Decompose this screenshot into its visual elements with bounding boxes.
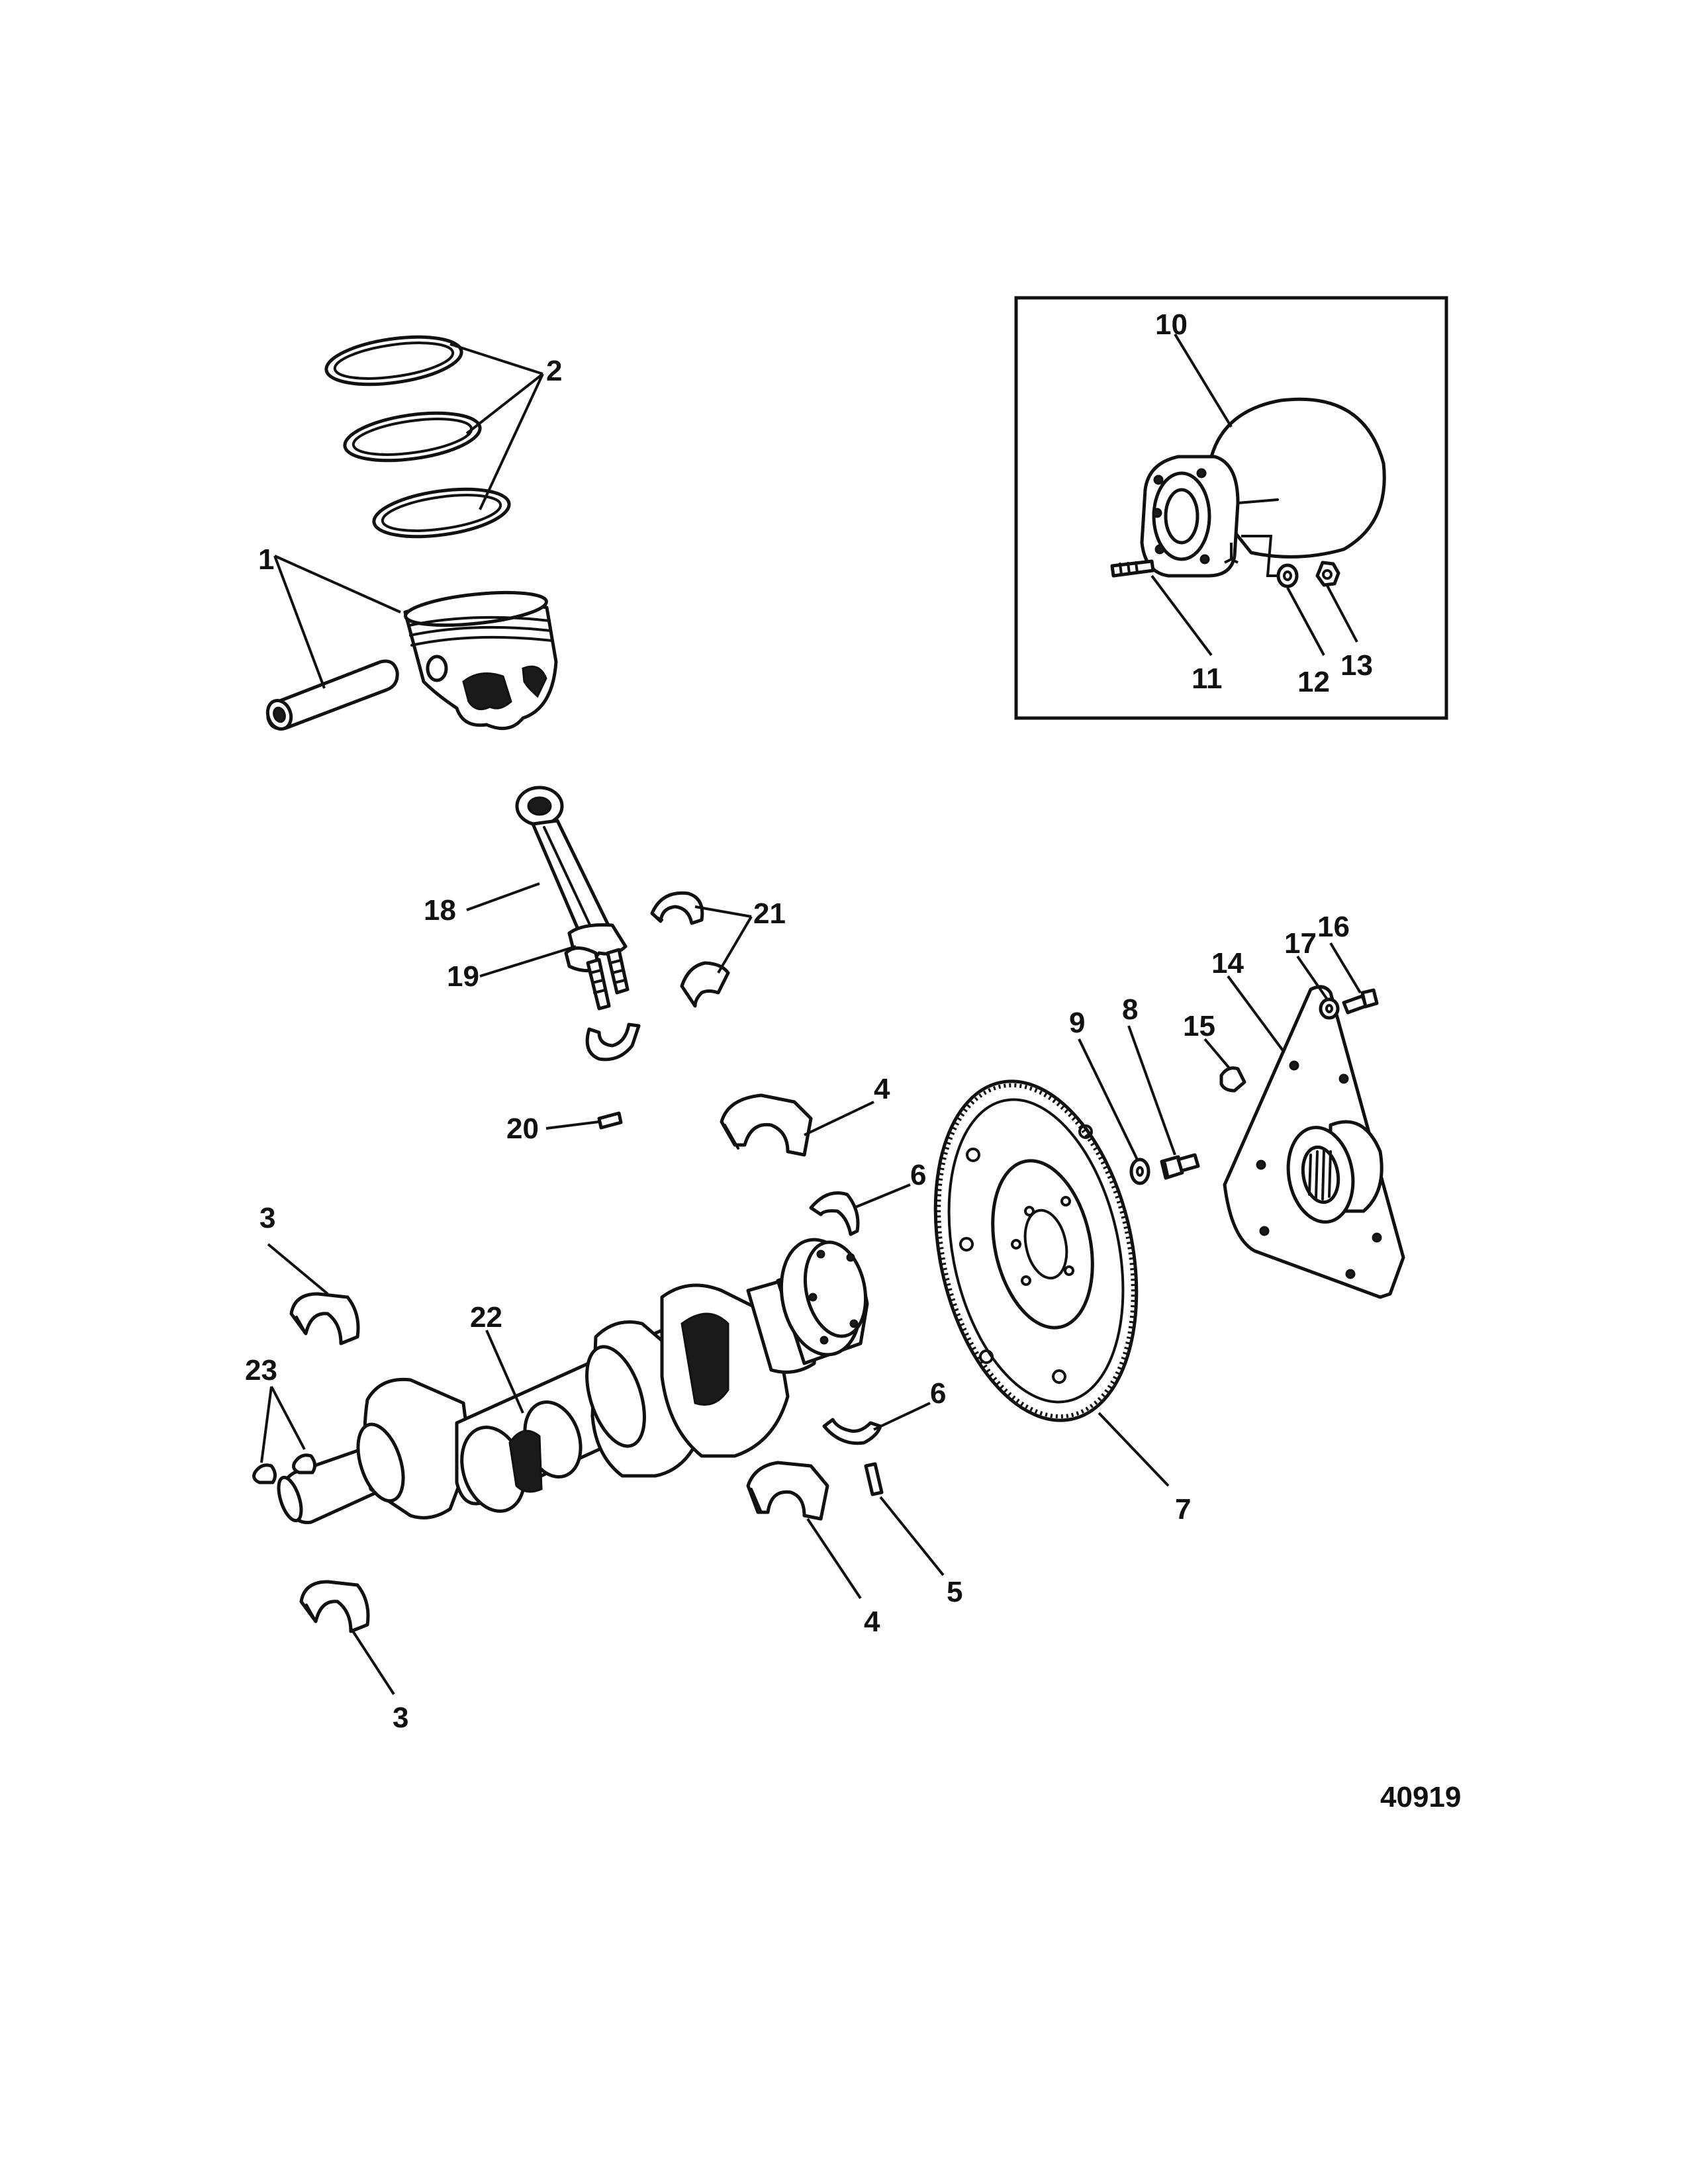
dowel-pin [864,1462,884,1496]
crankshaft [277,1238,869,1524]
callout-16: 16 [1317,911,1350,943]
plug [1219,1066,1246,1093]
callout-13: 13 [1340,649,1373,682]
callout-3-upper: 3 [259,1202,275,1234]
callout-23: 23 [245,1354,277,1387]
piston-assembly [265,590,558,731]
drive-plate [1223,985,1405,1299]
callout-2: 2 [546,355,562,387]
callout-17: 17 [1284,927,1317,960]
flywheel-fasteners [1129,1153,1200,1185]
connecting-rod-pin [597,1111,623,1130]
callout-8: 8 [1122,993,1138,1026]
callout-14: 14 [1211,947,1244,979]
callout-11: 11 [1192,662,1223,695]
thrust-bearings [720,1093,829,1521]
piston-rings [324,335,511,539]
flywheel [933,1079,1139,1422]
callout-3-lower: 3 [393,1702,408,1734]
callout-4-upper: 4 [874,1073,890,1105]
callout-labels: 2 1 10 11 12 13 18 19 21 20 4 6 3 22 23 … [245,308,1373,1734]
callout-19: 19 [447,960,479,993]
callout-5: 5 [947,1576,962,1608]
callout-7: 7 [1175,1493,1191,1525]
coupler-assembly [1110,397,1386,588]
woodruff-keys [252,1453,316,1484]
callout-1: 1 [258,543,274,576]
rod-bearings [585,891,730,1062]
drive-plate-fasteners [1319,988,1379,1020]
callout-6-lower: 6 [930,1377,946,1410]
connecting-rod-assembly [515,786,630,1011]
callout-18: 18 [424,894,456,927]
callout-10: 10 [1155,308,1188,341]
callout-6-upper: 6 [910,1159,926,1191]
inset-frame [1014,296,1448,720]
thrust-washer-lower [822,1418,882,1445]
main-bearings [289,1292,370,1633]
callout-4-lower: 4 [864,1606,880,1638]
callout-21: 21 [753,897,786,930]
callout-22: 22 [470,1301,502,1334]
figure-number: 40919 [1380,1781,1461,1813]
callout-20: 20 [506,1113,539,1145]
callout-15: 15 [1183,1010,1215,1042]
leader-lines [260,333,1362,1696]
thrust-washer-upper [809,1191,860,1236]
callout-9: 9 [1069,1007,1085,1039]
callout-12: 12 [1297,666,1330,698]
